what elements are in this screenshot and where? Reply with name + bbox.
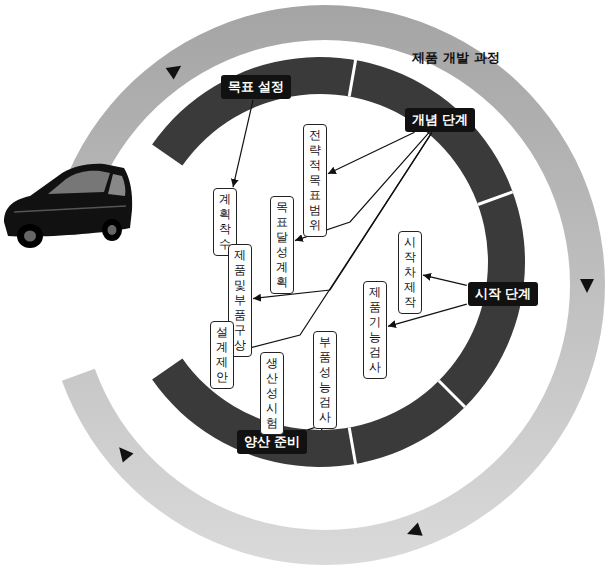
process-box: 제품 기능 검사 xyxy=(363,281,387,379)
stage-band: 개념 단계 xyxy=(405,108,476,132)
ring-separator xyxy=(478,192,513,205)
node-text: 제품및 부품 구상 xyxy=(234,248,246,353)
ring-arrow xyxy=(166,60,185,79)
ring-title: 제품 개발 과정 xyxy=(412,49,499,67)
stage-band: 시작 단계 xyxy=(468,282,539,306)
car-wheel xyxy=(102,219,122,241)
node-text: 개념 단계 xyxy=(412,112,469,128)
car-window xyxy=(108,174,125,196)
inner-ring xyxy=(152,57,525,467)
process-box: 설계 제안 xyxy=(210,321,234,389)
node-text: 목표 달성 계획 xyxy=(276,200,288,290)
ring-separator xyxy=(349,60,355,97)
ring-separators xyxy=(349,60,512,464)
ring-arrow xyxy=(405,523,423,541)
node-text: 양산 준비 xyxy=(244,434,301,450)
node-text: 제품 기능 검사 xyxy=(369,285,381,375)
node-text: 시작 단계 xyxy=(475,286,532,302)
car-illustration xyxy=(4,164,132,248)
outer-ring xyxy=(62,5,605,565)
car-line xyxy=(14,206,126,212)
car-body xyxy=(4,164,132,237)
stage-band: 목표 설정 xyxy=(221,75,292,99)
connector-arrow xyxy=(233,100,253,187)
node-text: 생산성 시험 xyxy=(266,356,278,431)
node-text: 시작차 제작 xyxy=(404,235,416,310)
node-text: 목표 설정 xyxy=(228,79,285,95)
car-wheel xyxy=(108,225,117,235)
node-text: 전략적 목표 범위 xyxy=(309,128,321,233)
ring-separator xyxy=(349,427,355,464)
process-box: 생산성 시험 xyxy=(260,352,284,435)
connector-arrow xyxy=(423,275,467,285)
car-wheel xyxy=(24,231,36,242)
node-text: 부품 성능 검사 xyxy=(319,335,331,425)
ring-arrow xyxy=(580,279,594,293)
process-box: 부품 성능 검사 xyxy=(313,331,337,429)
process-box: 전략적 목표 범위 xyxy=(303,124,327,237)
ring-arrow xyxy=(114,443,134,463)
connector-arrow xyxy=(235,133,432,352)
node-text: 계획 착수 xyxy=(219,192,231,252)
process-box: 시작차 제작 xyxy=(398,231,422,314)
car-window xyxy=(48,171,110,194)
ring-separator xyxy=(439,381,465,407)
node-text: 설계 제안 xyxy=(216,325,228,385)
process-box: 목표 달성 계획 xyxy=(270,196,294,294)
connector-arrow xyxy=(328,132,415,174)
car-wheel xyxy=(17,224,43,248)
